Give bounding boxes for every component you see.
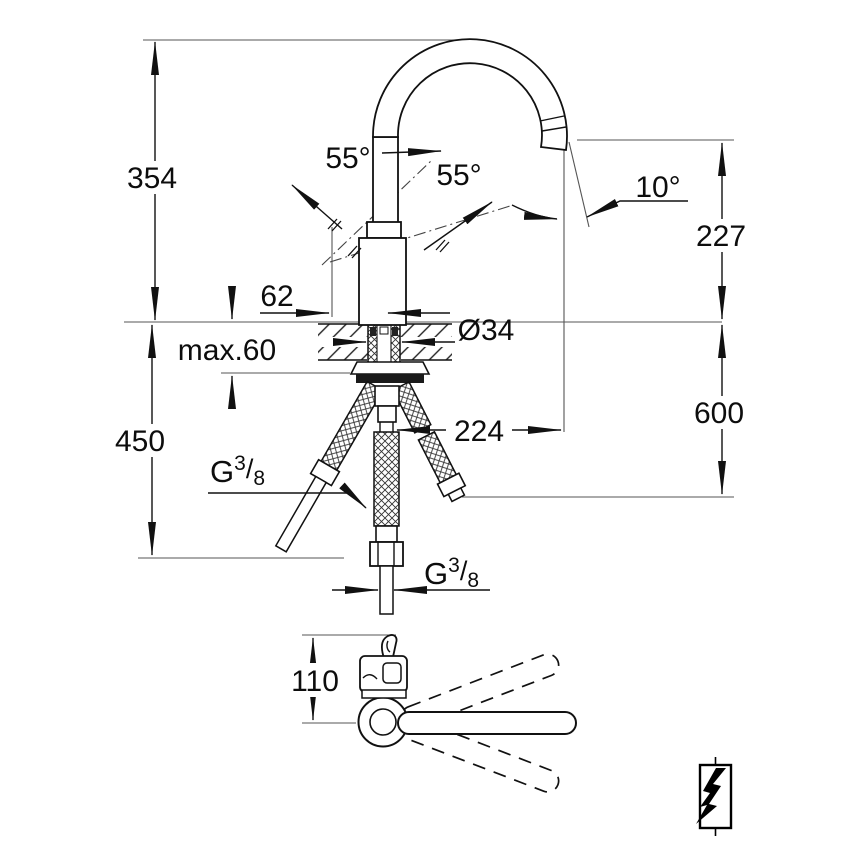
dimension-labels: 354 450 227 600 110 224 62 Ø34 max.60 55… [115,142,746,698]
dim-450: 450 [115,425,165,458]
dim-max-60: max.60 [178,334,276,367]
dim-55-left: 55° [325,142,370,175]
dim-10: 10° [635,171,680,204]
dim-600: 600 [694,397,744,430]
pullout-hose [369,385,404,615]
dim-diameter-34: Ø34 [458,314,515,347]
dim-354: 354 [127,162,177,195]
handle-lever [397,711,577,735]
dim-227: 227 [696,220,746,253]
spout-tab [381,634,398,659]
lightning-bolt-icon [696,757,733,836]
dimension-lines [148,41,726,721]
dim-224: 224 [454,415,504,448]
left-supply-hose [274,380,384,553]
thread-label-bottom: G3/8 [424,554,479,592]
gooseneck-spout [372,38,568,151]
dim-110: 110 [291,665,339,698]
dim-62: 62 [260,280,293,313]
right-supply-hose [391,380,467,503]
label-backgrounds [103,161,751,697]
dim-55-right: 55° [436,159,481,192]
thread-label-left: G3/8 [210,452,265,490]
extension-lines [124,39,734,724]
top-view [357,634,577,793]
mounting-shank [349,323,431,383]
